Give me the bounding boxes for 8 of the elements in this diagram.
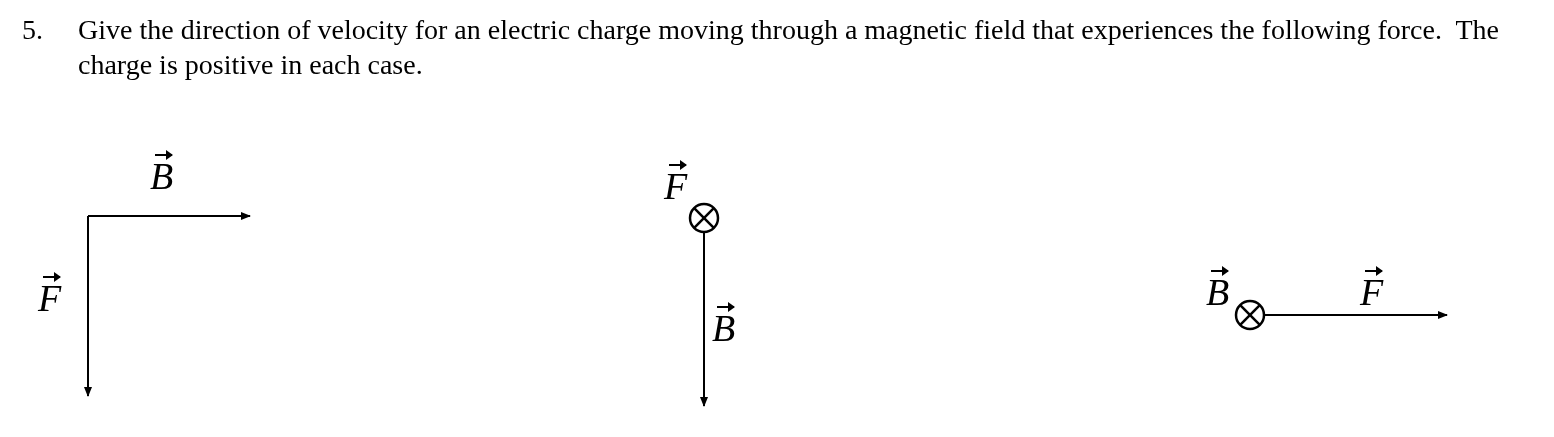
vector-label: F <box>664 160 688 206</box>
vector-label: F <box>38 272 62 318</box>
question-number: 5. <box>22 13 44 47</box>
question-text: Give the direction of velocity for an electric charge moving through a magnetic field that experiences the following force. The charge is positive in each case. <box>78 13 1500 82</box>
vector-label: F <box>1360 266 1384 312</box>
vector-label: B <box>712 302 736 348</box>
vector-label: B <box>150 150 174 196</box>
vector-label: B <box>1206 266 1230 312</box>
